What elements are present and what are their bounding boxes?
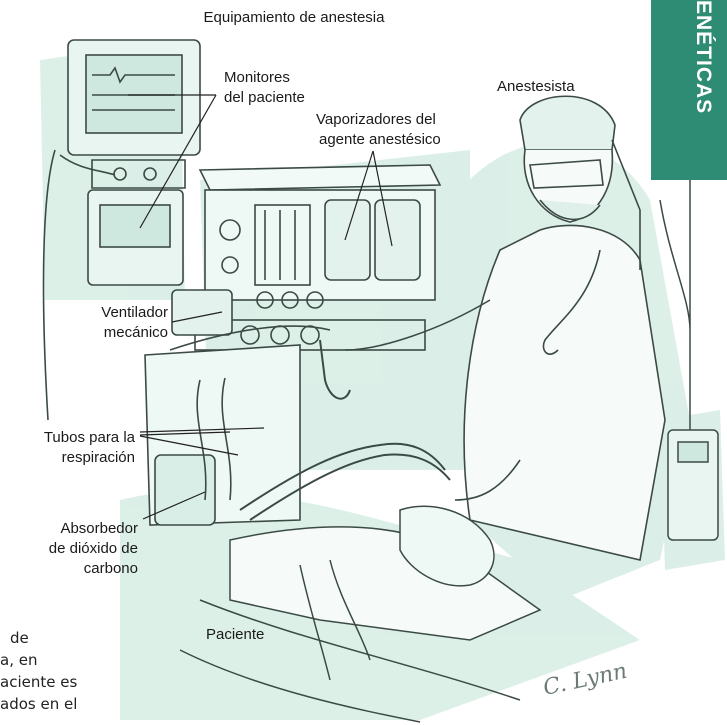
label-tubes-line2: respiración <box>0 448 135 467</box>
cut-text-line: de <box>10 628 29 648</box>
label-monitors-line1: Monitores <box>224 68 290 87</box>
figure-title: Equipamiento de anestesia <box>169 8 419 27</box>
cut-text-line: a, en <box>0 650 37 670</box>
label-absorber-line2: de dióxido de <box>0 539 138 558</box>
side-tab-text: ENÉTICAS <box>663 0 715 180</box>
label-tubes-line1: Tubos para la <box>0 428 135 447</box>
label-ventilator-line2: mecánico <box>40 323 168 342</box>
label-ventilator-line1: Ventilador <box>40 303 168 322</box>
label-absorber-line3: carbono <box>0 559 138 578</box>
label-monitors-line2: del paciente <box>224 88 305 107</box>
label-vaporizers-line1: Vaporizadores del <box>316 110 436 129</box>
label-patient: Paciente <box>206 625 264 644</box>
section-side-tab: ENÉTICAS <box>651 0 727 180</box>
label-absorber-line1: Absorbedor <box>0 519 138 538</box>
cut-text-line: aciente es <box>0 672 77 692</box>
label-vaporizers-line2: agente anestésico <box>319 130 441 149</box>
cut-text-line: ados en el <box>0 694 77 714</box>
label-anesthetist: Anestesista <box>497 77 575 96</box>
